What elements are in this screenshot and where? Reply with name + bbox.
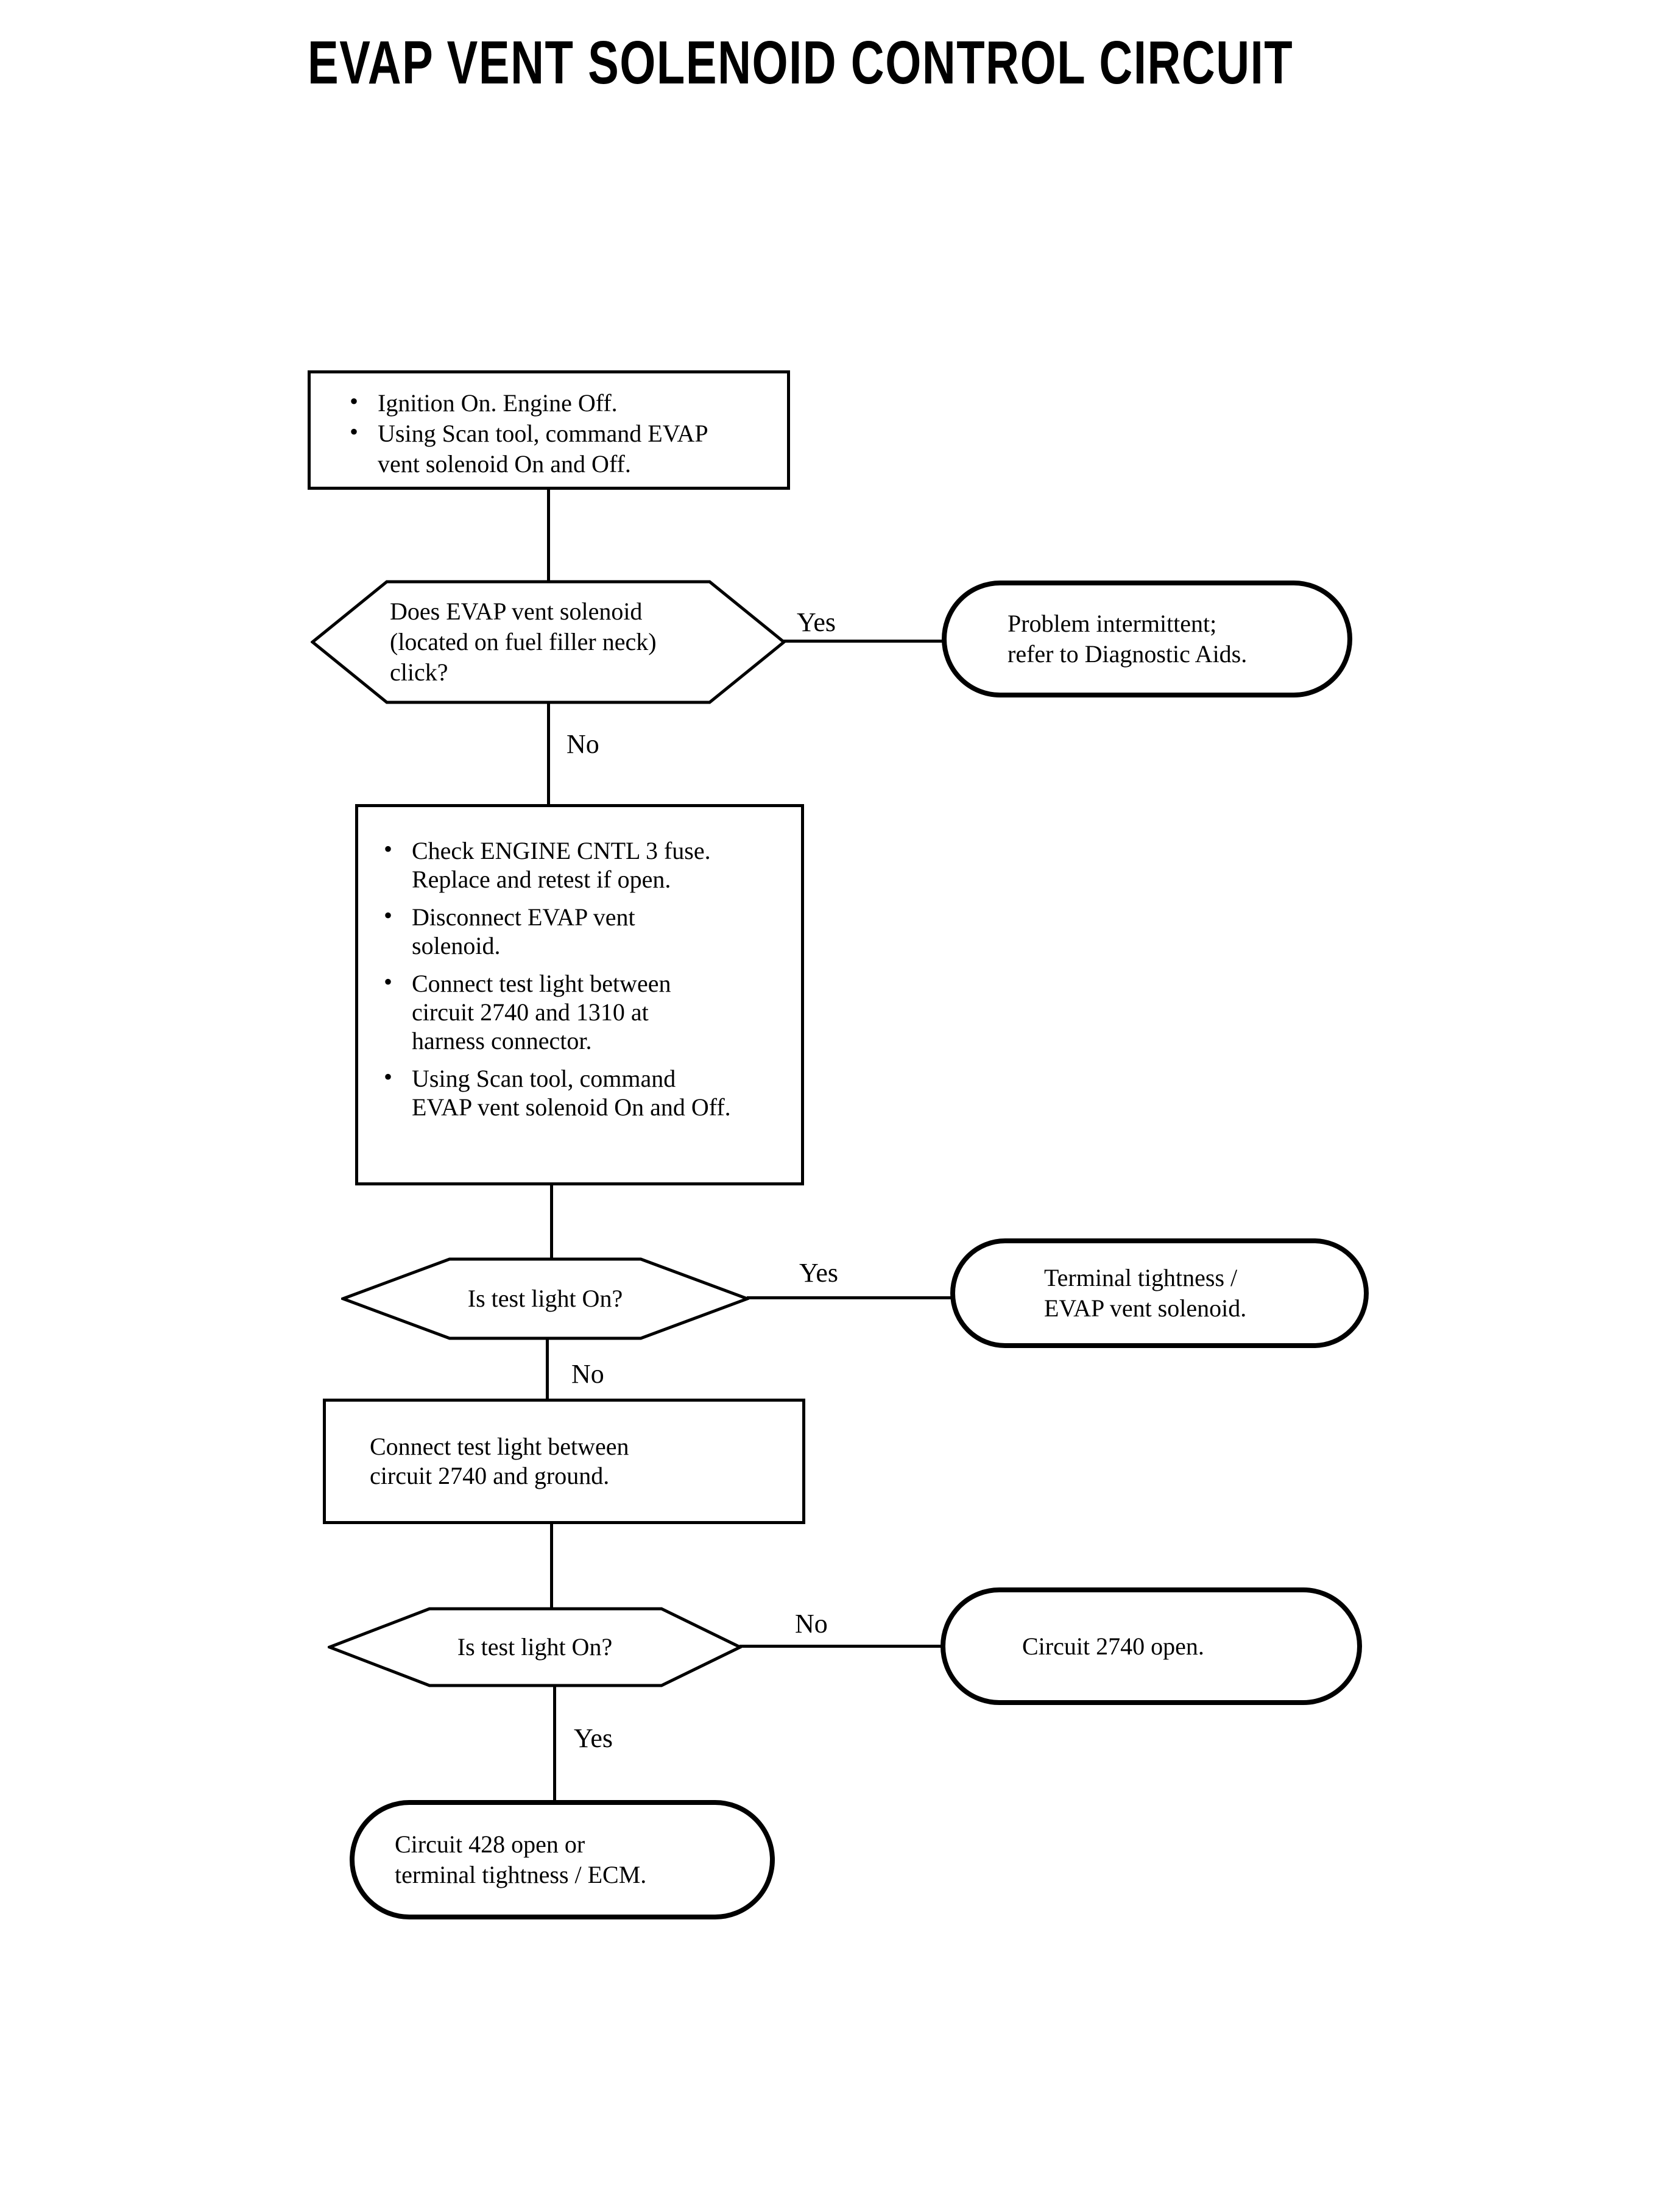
bullet-icon: • (350, 418, 359, 445)
text-line: Terminal tightness / (1044, 1264, 1238, 1291)
text-line: refer to Diagnostic Aids. (1008, 640, 1248, 668)
terminal-circuit-2740-open: Circuit 2740 open. (941, 1587, 1362, 1705)
terminal-problem-intermittent: Problem intermittent; refer to Diagnosti… (942, 581, 1352, 697)
list-item: • Disconnect EVAP vent solenoid. (380, 902, 792, 960)
text-line: Circuit 428 open or (395, 1830, 585, 1858)
connect-test-light-process-box: Connect test light between circuit 2740 … (323, 1399, 805, 1524)
text-line: Using Scan tool, command (412, 1065, 676, 1092)
check-fuse-process-box: • Check ENGINE CNTL 3 fuse. Replace and … (355, 804, 804, 1185)
text-line: terminal tightness / ECM. (395, 1861, 647, 1888)
text-line: Connect test light between (412, 970, 671, 997)
bullet-icon: • (384, 968, 393, 995)
text-line: Disconnect EVAP vent (412, 903, 635, 931)
list-item: • Using Scan tool, command EVAP vent sol… (346, 418, 777, 479)
text-line: EVAP vent solenoid. (1044, 1294, 1247, 1322)
decision-test-light-2-hexagon: Is test light On? (328, 1607, 742, 1687)
text-line: harness connector. (412, 1027, 592, 1054)
list-item: • Using Scan tool, command EVAP vent sol… (380, 1063, 792, 1121)
decision-text: Is test light On? (328, 1632, 742, 1662)
branch-label-yes: Yes (797, 607, 836, 637)
text-line: circuit 2740 and ground. (370, 1462, 610, 1489)
text-line: (located on fuel filler neck) (390, 628, 657, 655)
connector-line (739, 1645, 943, 1648)
list-item: • Connect test light between circuit 274… (380, 968, 792, 1055)
bullet-icon: • (384, 1063, 393, 1090)
connector-line (546, 1338, 549, 1401)
text-line: Circuit 2740 open. (1022, 1632, 1204, 1660)
page-title: EVAP VENT SOLENOID CONTROL CIRCUIT (308, 29, 1294, 97)
branch-label-yes: Yes (799, 1258, 839, 1288)
branch-label-no: No (795, 1609, 828, 1639)
connector-line (550, 1522, 553, 1609)
text-line: Replace and retest if open. (412, 866, 671, 893)
connector-line (782, 640, 944, 643)
text-line: Is test light On? (457, 1633, 613, 1661)
terminal-terminal-tightness: Terminal tightness / EVAP vent solenoid. (950, 1238, 1369, 1348)
text-line: Ignition On. Engine Off. (378, 389, 618, 417)
decision-test-light-1-hexagon: Is test light On? (341, 1257, 749, 1340)
text-line: Check ENGINE CNTL 3 fuse. (412, 837, 711, 864)
terminal-circuit-428-open: Circuit 428 open or terminal tightness /… (350, 1800, 775, 1919)
connector-line (550, 1184, 553, 1260)
connector-line (547, 702, 550, 807)
start-box: • Ignition On. Engine Off. • Using Scan … (308, 370, 790, 490)
bullet-icon: • (350, 387, 359, 415)
text-line: Problem intermittent; (1008, 610, 1217, 637)
text-line: vent solenoid On and Off. (378, 450, 631, 478)
connector-line (553, 1685, 556, 1802)
list-item: • Ignition On. Engine Off. (346, 387, 777, 418)
connector-line (747, 1296, 953, 1299)
list-item: • Check ENGINE CNTL 3 fuse. Replace and … (380, 835, 792, 894)
bullet-icon: • (384, 835, 393, 863)
text-line: Connect test light between (370, 1433, 629, 1460)
decision-evap-click-hexagon: Does EVAP vent solenoid (located on fuel… (311, 580, 786, 704)
text-line: click? (390, 658, 448, 686)
text-line: circuit 2740 and 1310 at (412, 998, 649, 1026)
branch-label-yes: Yes (574, 1723, 613, 1753)
text-line: Does EVAP vent solenoid (390, 598, 643, 625)
decision-text: Does EVAP vent solenoid (located on fuel… (390, 596, 731, 688)
branch-label-no: No (566, 729, 599, 759)
text-line: solenoid. (412, 932, 501, 959)
branch-label-no: No (571, 1359, 604, 1389)
text-line: Is test light On? (467, 1285, 623, 1312)
bullet-icon: • (384, 902, 393, 929)
text-line: Using Scan tool, command EVAP (378, 420, 708, 447)
connector-line (547, 487, 550, 582)
decision-text: Is test light On? (341, 1283, 749, 1314)
text-line: EVAP vent solenoid On and Off. (412, 1093, 731, 1121)
